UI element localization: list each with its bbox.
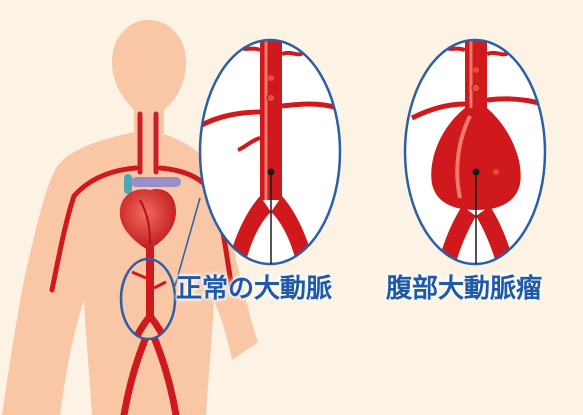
normal-aorta-label: 正常の大動脈: [176, 268, 332, 305]
normal-aorta-circle: [200, 30, 340, 270]
aneurysm-label: 腹部大動脈瘤: [386, 268, 542, 305]
body-magnifier-circle: [121, 258, 175, 342]
aneurysm-aorta-circle: [405, 30, 545, 270]
